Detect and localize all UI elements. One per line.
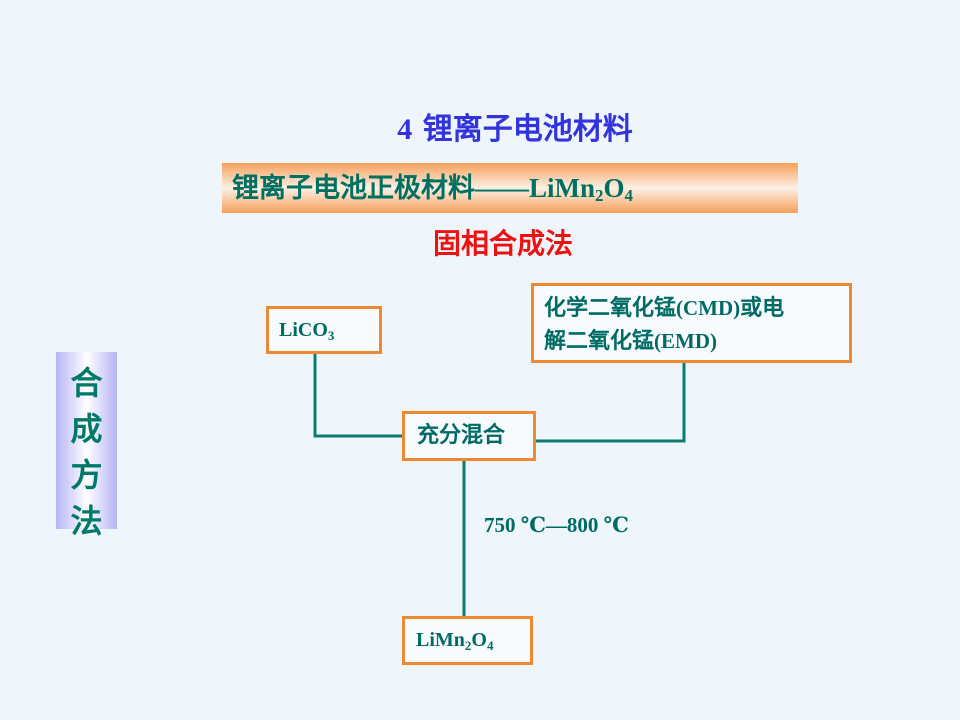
node-lico3: LiCO3: [266, 306, 382, 354]
side-label: 合 成 方 法: [56, 352, 117, 540]
side-label-char: 合: [70, 364, 103, 402]
node-mixing: 充分混合: [402, 411, 536, 461]
node-mno2-line2: 解二氧化锰(EMD): [544, 329, 717, 354]
method-subtitle: 固相合成法: [432, 227, 573, 260]
node-manganese-dioxide: 化学二氧化锰(CMD)或电 解二氧化锰(EMD): [531, 283, 852, 363]
connector-lico3-to-mix: [313, 354, 402, 438]
node-mno2-line1: 化学二氧化锰(CMD)或电: [544, 296, 785, 321]
temperature-label: 750 ℃—800 ℃: [484, 513, 629, 537]
side-label-char: 成: [70, 410, 103, 448]
node-product-limn2o4: LiMn2O4: [402, 616, 533, 665]
page-title: 4 锂离子电池材料: [397, 112, 633, 147]
section-banner: 锂离子电池正极材料——LiMn2O4: [222, 163, 798, 213]
side-label-char: 方: [70, 456, 103, 494]
connector-mno2-to-mix: [536, 363, 686, 443]
side-label-char: 法: [70, 502, 103, 540]
